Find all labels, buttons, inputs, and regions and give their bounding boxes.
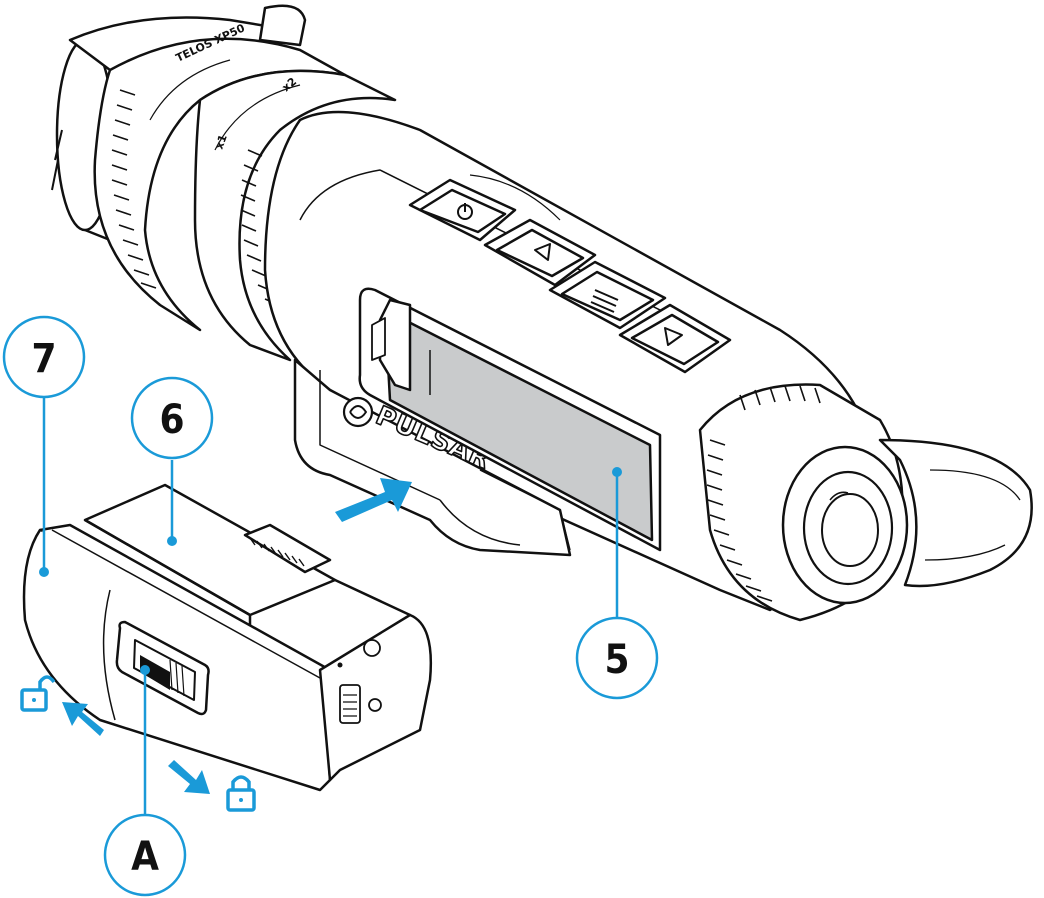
callout-5-label: 5 (604, 637, 629, 683)
focus-ring-knurl (111, 89, 157, 289)
down-button[interactable] (618, 303, 732, 374)
callout-6: 6 (130, 376, 214, 546)
battery-compartment (358, 287, 662, 552)
insert-arrow-icon (335, 478, 412, 522)
callout-5: 5 (575, 467, 659, 700)
menu-button[interactable] (548, 260, 667, 330)
power-button[interactable] (408, 178, 517, 242)
control-buttons (408, 178, 732, 374)
callout-7-label: 7 (31, 336, 56, 382)
eyepiece-knurl (706, 385, 821, 602)
callout-A: A (103, 665, 187, 897)
callout-6-label: 6 (159, 397, 184, 443)
lock-icon (226, 775, 256, 812)
zoom-mark-x1: x1 (213, 133, 230, 151)
focus-ring (93, 37, 347, 332)
thermal-monocular: x1 x2 TELOS XP50 PULSAR (51, 4, 1033, 622)
up-button[interactable] (483, 218, 597, 287)
unlock-icon (20, 675, 56, 712)
eyepiece (698, 383, 1033, 622)
battery-pack (22, 483, 432, 792)
callout-7: 7 (2, 315, 86, 577)
battery-contacts (249, 537, 305, 567)
unlock-arrow-icon (62, 702, 104, 736)
callout-A-label: A (131, 834, 159, 880)
lock-arrow-icon (168, 760, 210, 794)
battery-latch[interactable] (115, 620, 210, 716)
